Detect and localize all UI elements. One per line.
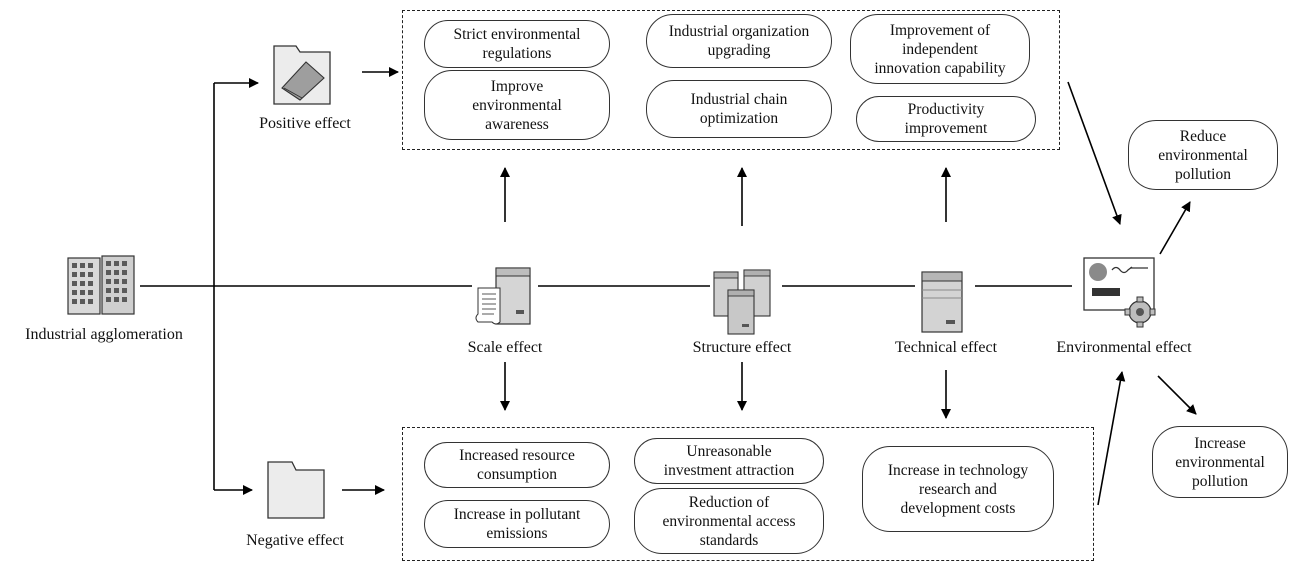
folder-with-document-icon [273,45,331,105]
pill-increase-pollution: Increase environmental pollution [1152,426,1288,498]
label-scale-effect: Scale effect [467,339,543,356]
label-negative-effect: Negative effect [246,532,344,549]
server-tower-icon [921,271,963,333]
pill-rd-costs: Increase in technology research and deve… [862,446,1054,532]
label-structure-effect: Structure effect [692,339,792,356]
server-with-scroll-icon [475,267,531,325]
label-positive-effect: Positive effect [259,115,351,132]
empty-folder-icon [267,461,325,519]
server-cluster-icon [713,269,771,335]
pill-org-upgrading: Industrial organization upgrading [646,14,832,68]
pill-resource-consumption: Increased resource consumption [424,442,610,488]
pill-access-standards: Reduction of environmental access standa… [634,488,824,554]
office-buildings-icon [67,255,135,315]
arrow-positive-box-to-env [1067,81,1122,225]
pill-investment-attraction: Unreasonable investment attraction [634,438,824,484]
pill-chain-optimization: Industrial chain optimization [646,80,832,138]
certificate-gear-icon [1083,257,1156,328]
arrow-env-to-increase [1157,375,1197,415]
negative-factors-box [402,427,1094,561]
arrow-env-to-reduce [1159,201,1191,255]
positive-factors-box [402,10,1060,150]
label-technical-effect: Technical effect [894,339,998,356]
arrow-negative-box-to-env [1097,371,1126,506]
pill-strict-regulations: Strict environmental regulations [424,20,610,68]
pill-innovation-capability: Improvement of independent innovation ca… [850,14,1030,84]
pill-improve-awareness: Improve environmental awareness [424,70,610,140]
pill-pollutant-emissions: Increase in pollutant emissions [424,500,610,548]
pill-reduce-pollution: Reduce environmental pollution [1128,120,1278,190]
label-industrial-agglomeration: Industrial agglomeration [25,326,183,343]
label-environmental-effect: Environmental effect [1056,339,1192,356]
pill-productivity: Productivity improvement [856,96,1036,142]
